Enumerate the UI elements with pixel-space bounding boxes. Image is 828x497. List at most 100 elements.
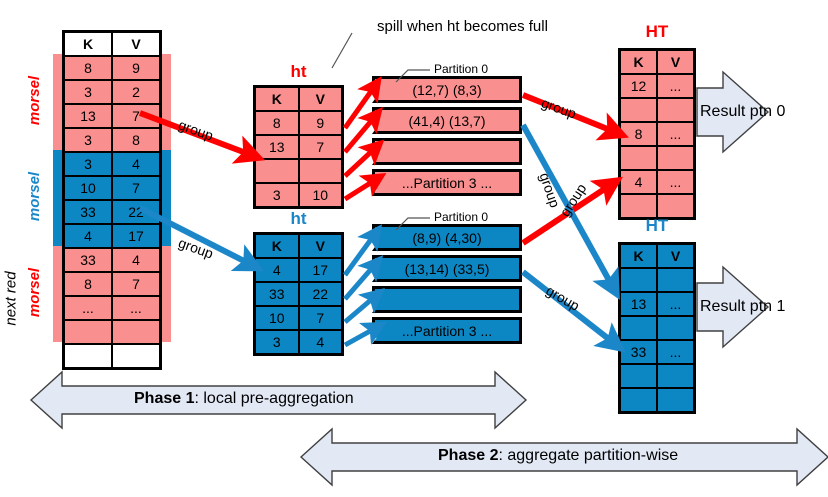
col-header-k: K (255, 234, 299, 258)
HT-blue-table: K V 13... 33... (618, 242, 696, 414)
partition-bar: ...Partition 3 ... (372, 317, 522, 344)
partition-bar (372, 138, 522, 165)
table-cell-v: 7 (112, 176, 160, 200)
table-cell-v (657, 388, 694, 412)
table-cell-k (255, 159, 299, 183)
table-cell-v: 4 (298, 330, 342, 354)
phase1-bold: Phase 1 (134, 390, 195, 407)
table-cell-v: ... (657, 340, 694, 364)
table-cell-v: ... (112, 296, 160, 320)
col-header-k: K (64, 32, 112, 56)
col-header-k: K (620, 244, 657, 268)
table-cell-v: 4 (112, 152, 160, 176)
table-cell-k (620, 194, 657, 218)
table-cell-k (64, 320, 112, 344)
table-cell-v: 7 (298, 306, 342, 330)
table-cell-v (657, 268, 694, 292)
table-row (620, 146, 694, 170)
HT-blue-caption: HT (645, 216, 669, 235)
group-label-1: group (176, 116, 216, 144)
table-header-row: K V (620, 50, 694, 74)
table-cell-k: 33 (64, 200, 112, 224)
table-cell-k: 4 (255, 258, 299, 282)
table-cell-k: ... (64, 296, 112, 320)
spill-note: spill when ht becomes full (377, 18, 548, 35)
col-header-v: V (657, 50, 694, 74)
table-cell-v (298, 159, 342, 183)
table-row: 12... (620, 74, 694, 98)
table-cell-k: 12 (620, 74, 657, 98)
table-cell-v (657, 364, 694, 388)
table-cell-k: 13 (64, 104, 112, 128)
col-header-k: K (620, 50, 657, 74)
arrow-ht-blue-p2 (343, 287, 385, 324)
table-cell-k (64, 344, 112, 368)
table-cell-v: 7 (298, 135, 342, 159)
table-header-row: K V (255, 87, 342, 111)
table-cell-k (620, 364, 657, 388)
partition-bar: ...Partition 3 ... (372, 169, 522, 196)
morsel-label-red-1: morsel (26, 75, 44, 126)
table-row: 13... (620, 292, 694, 316)
HT-red-caption: HT (645, 22, 669, 41)
table-row (64, 344, 160, 368)
table-cell-v: ... (657, 170, 694, 194)
table-cell-k (620, 316, 657, 340)
HT-blue-rows: 13... 33... (620, 268, 694, 412)
partition-bar: (13,14) (33,5) (372, 255, 522, 282)
table-cell-k: 4 (64, 224, 112, 248)
table-cell-k: 10 (255, 306, 299, 330)
morsel-label-blue: morsel (26, 171, 44, 222)
table-cell-v: ... (657, 292, 694, 316)
result-ptn-1-label: Result ptn 1 (700, 298, 786, 315)
table-cell-v (112, 320, 160, 344)
table-cell-k: 8 (255, 111, 299, 135)
table-cell-k: 8 (64, 56, 112, 80)
table-cell-k: 3 (255, 183, 299, 207)
phase1-rest: : local pre-aggregation (194, 390, 354, 407)
table-cell-v (657, 316, 694, 340)
table-cell-k: 33 (620, 340, 657, 364)
table-cell-v: 22 (298, 282, 342, 306)
arrow-ht-red-p1 (343, 107, 383, 154)
ht-blue-caption: ht (290, 209, 307, 228)
partition-bar: (8,9) (4,30) (372, 224, 522, 251)
col-header-v: V (298, 234, 342, 258)
table-cell-v: 22 (112, 200, 160, 224)
table-cell-k: 13 (255, 135, 299, 159)
group-label-3: group (539, 94, 579, 122)
table-cell-v: 7 (112, 272, 160, 296)
table-row: ...... (64, 296, 160, 320)
table-row: 8... (620, 122, 694, 146)
partition-bar: (12,7) (8,3) (372, 76, 522, 103)
col-header-k: K (255, 87, 299, 111)
table-cell-v: 2 (112, 80, 160, 104)
table-cell-k: 10 (64, 176, 112, 200)
table-header-row: K V (255, 234, 342, 258)
phase2-rest: : aggregate partition-wise (498, 447, 679, 464)
phase1-label: Phase 1: local pre-aggregation (134, 390, 354, 408)
HT-red-rows: 12...8...4... (620, 74, 694, 218)
table-header-row: K V (620, 244, 694, 268)
table-cell-k: 3 (64, 128, 112, 152)
group-label-5: group (536, 170, 564, 210)
table-row (620, 194, 694, 218)
table-cell-k: 3 (64, 152, 112, 176)
table-cell-k: 33 (255, 282, 299, 306)
table-cell-v: ... (657, 122, 694, 146)
next-red-label: next red (2, 271, 20, 326)
